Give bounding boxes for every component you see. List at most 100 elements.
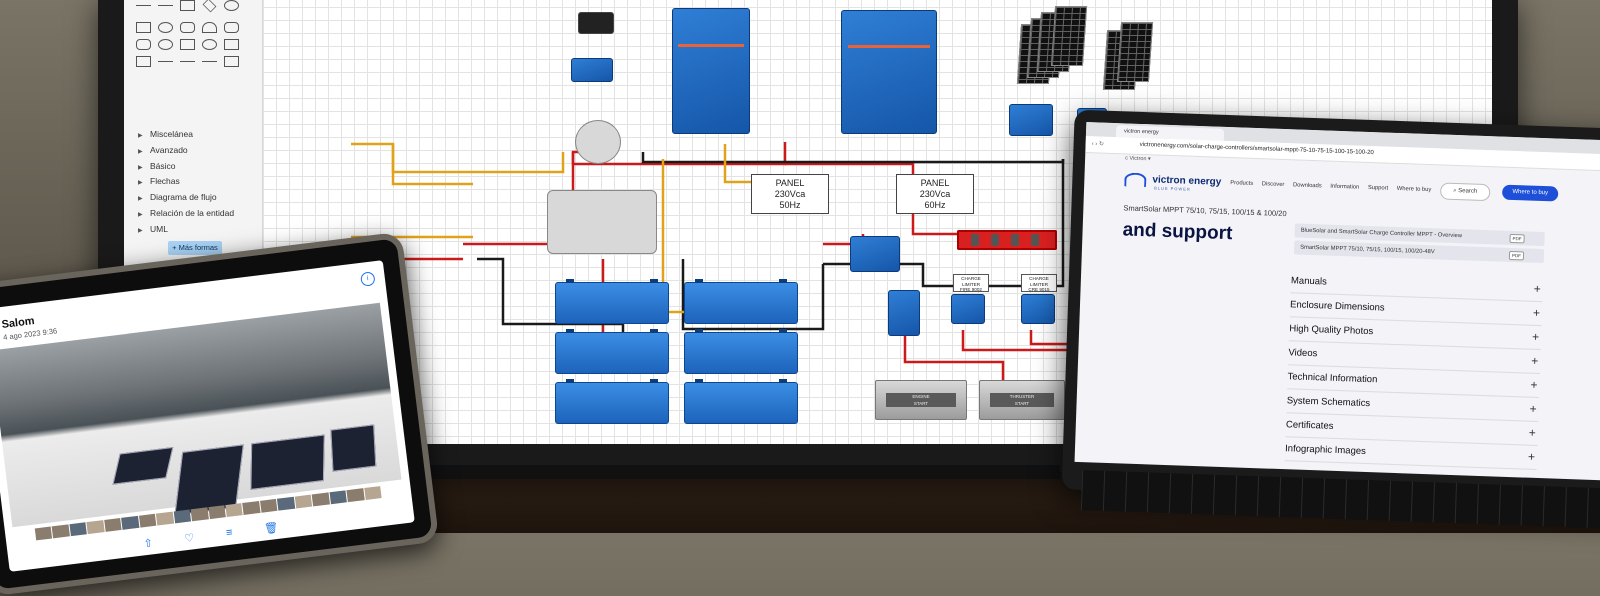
edit-icon[interactable]: ≡ <box>225 526 234 540</box>
connector-shape[interactable] <box>202 61 217 72</box>
line-shape[interactable] <box>136 5 151 16</box>
cube-shape[interactable] <box>180 39 195 50</box>
pdf-badge: PDF <box>1508 250 1525 261</box>
category-basico[interactable]: ▶Básico <box>138 159 234 175</box>
diamond-shape[interactable] <box>202 0 217 13</box>
photo-thumbnail[interactable] <box>104 517 122 532</box>
lithium-battery <box>555 329 669 374</box>
circle-shape[interactable] <box>202 39 217 50</box>
photo-thumbnail[interactable] <box>363 486 382 501</box>
inverter-stripe <box>847 45 931 49</box>
more-shapes-button[interactable]: + Más formas <box>168 241 222 255</box>
charge-limiter <box>1021 294 1055 324</box>
rectangle-shape[interactable] <box>136 22 151 33</box>
plus-icon[interactable]: + <box>1532 305 1541 321</box>
where-to-buy-button[interactable]: Where to buy <box>1501 184 1559 202</box>
hero-heading: and support <box>1122 219 1233 245</box>
chevron-right-icon: ▶ <box>138 148 143 155</box>
category-miscelanea[interactable]: ▶Miscelánea <box>138 127 234 143</box>
photo-thumbnail[interactable] <box>329 490 348 505</box>
inverter-device <box>841 10 937 134</box>
photo-thumbnail[interactable] <box>121 515 140 530</box>
photo-thumbnail[interactable] <box>225 503 244 518</box>
browser-window: victron energy ‹ › ↻ victronenergy.com/s… <box>1074 122 1600 482</box>
photo-thumbnail[interactable] <box>173 509 192 524</box>
plus-icon[interactable]: + <box>1533 281 1542 297</box>
solar-panel-in-photo <box>250 434 325 490</box>
nav-information[interactable]: Information <box>1330 183 1360 191</box>
category-flechas[interactable]: ▶Flechas <box>138 174 234 190</box>
lithium-battery <box>555 379 669 424</box>
page-shape[interactable] <box>224 39 239 50</box>
shape-grid <box>136 0 252 72</box>
nav-support[interactable]: Support <box>1367 184 1389 192</box>
chevron-right-icon: ▶ <box>138 133 143 139</box>
nav-products[interactable]: Products <box>1230 180 1254 187</box>
category-uml[interactable]: ▶UML <box>138 222 234 238</box>
plus-icon[interactable]: + <box>1529 401 1537 416</box>
photo-thumbnail[interactable] <box>259 498 278 513</box>
monitor-device <box>571 58 613 82</box>
solar-panel-in-photo <box>330 424 377 472</box>
category-avanzado[interactable]: ▶Avanzado <box>138 143 234 159</box>
photo-thumbnail[interactable] <box>69 522 88 537</box>
plus-icon[interactable]: + <box>1527 449 1536 464</box>
nav-discover[interactable]: Discover <box>1261 181 1285 189</box>
search-button[interactable]: ⌕ Search <box>1439 182 1491 202</box>
lithium-battery <box>684 379 798 424</box>
wire-black <box>641 152 1065 164</box>
photo-thumbnail[interactable] <box>52 524 70 539</box>
photo-thumbnail[interactable] <box>86 520 105 535</box>
victron-logo-icon[interactable] <box>1124 172 1147 188</box>
logo-subtitle: BLUE POWER <box>1154 185 1191 192</box>
busbar <box>957 230 1057 250</box>
plus-icon[interactable]: + <box>1528 425 1537 440</box>
nav-where-to-buy[interactable]: Where to buy <box>1396 185 1432 194</box>
inverter-stripe <box>677 43 745 47</box>
photo-thumbnail[interactable] <box>207 505 226 520</box>
line-shape[interactable] <box>158 5 173 16</box>
plus-icon[interactable]: + <box>1531 329 1540 344</box>
nav-downloads[interactable]: Downloads <box>1292 182 1322 190</box>
bookmark-item[interactable]: c Victron ▾ <box>1125 155 1151 163</box>
heart-icon[interactable]: ♡ <box>183 532 196 546</box>
busbar-terminal <box>1031 234 1039 246</box>
process-shape[interactable] <box>180 22 195 33</box>
info-icon[interactable]: i <box>360 271 376 287</box>
arrow-shape[interactable] <box>180 61 195 72</box>
photo-thumbnail[interactable] <box>138 513 157 528</box>
table-shape[interactable] <box>136 56 151 67</box>
plus-icon[interactable]: + <box>1531 353 1539 368</box>
photo-thumbnail[interactable] <box>156 511 174 526</box>
photo-thumbnail[interactable] <box>34 526 53 541</box>
photo-thumbnail[interactable] <box>346 488 365 503</box>
cloud-shape[interactable] <box>158 39 173 50</box>
photo-thumbnail[interactable] <box>294 494 313 509</box>
busbar-terminal <box>991 234 999 246</box>
rounded-shape[interactable] <box>136 39 151 50</box>
tab-shape[interactable] <box>202 22 217 33</box>
photo-thumbnail[interactable] <box>242 500 261 515</box>
photo-thumbnail[interactable] <box>311 492 330 507</box>
category-relacion-entidad[interactable]: ▶Relación de la entidad <box>138 206 234 222</box>
document-shape[interactable] <box>224 22 239 33</box>
rectangle-shape[interactable] <box>180 0 195 11</box>
mppt-controller <box>1009 104 1053 136</box>
solar-panel <box>1050 6 1088 66</box>
photo-thumbnail[interactable] <box>277 496 296 511</box>
trash-icon[interactable]: 🗑 <box>263 521 279 536</box>
share-icon[interactable]: ⇧ <box>143 537 154 551</box>
plus-icon[interactable]: + <box>1530 377 1538 392</box>
shape-categories: ▶Miscelánea ▶Avanzado ▶Básico ▶Flechas ▶… <box>138 127 234 238</box>
category-diagrama-de-flujo[interactable]: ▶Diagrama de flujo <box>138 190 234 206</box>
photo-thumbnail[interactable] <box>190 507 209 522</box>
nav-arrows-icon[interactable]: ‹ › ↻ <box>1091 141 1105 148</box>
circle-shape[interactable] <box>158 22 173 33</box>
arrow-shape[interactable] <box>158 61 173 72</box>
ellipse-shape[interactable] <box>224 0 239 11</box>
wire-red <box>571 142 787 166</box>
list-shape[interactable] <box>224 56 239 67</box>
url-text[interactable]: victronenergy.com/solar-charge-controlle… <box>1139 141 1374 157</box>
